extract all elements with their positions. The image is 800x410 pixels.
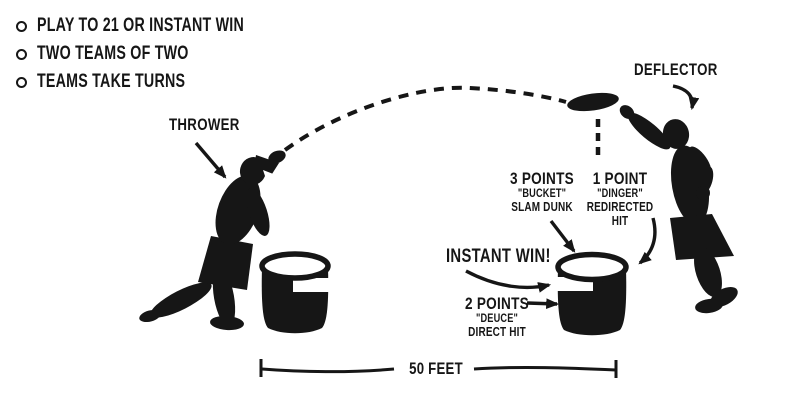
bullet-icon <box>16 48 27 60</box>
thrower-arrow <box>194 141 227 179</box>
score-deuce-points: 2 POINTS <box>465 294 529 313</box>
redirected-hit-arrow <box>638 217 657 265</box>
thrower-face-notch <box>263 170 281 185</box>
deflector-shoe-front <box>695 298 723 314</box>
deflector-figure <box>619 105 738 314</box>
score-deuce-label: 2 POINTS "DEUCE" DIRECT HIT <box>461 294 533 339</box>
distance-rule-right <box>473 365 617 372</box>
frisbee-icon <box>567 92 619 112</box>
thrower-label: THROWER <box>169 115 240 134</box>
deflector-raised-arm <box>627 112 671 150</box>
instant-win-label: INSTANT WIN! <box>446 246 551 267</box>
rule-item: TEAMS TAKE TURNS <box>16 68 313 96</box>
bullet-icon <box>16 20 27 32</box>
goal-right <box>554 251 629 336</box>
thrower-front-foot <box>210 315 244 331</box>
score-dinger-points: 1 POINT <box>592 169 648 188</box>
direct-hit-arrow <box>526 298 560 310</box>
bullet-icon <box>16 76 27 88</box>
score-bucket-nickname: "BUCKET" <box>517 188 567 200</box>
score-dinger-label: 1 POINT "DINGER" REDIRECTED HIT <box>584 169 656 228</box>
frisbee-trajectory-dashed-arc <box>283 85 567 152</box>
thrower-arm <box>246 188 270 236</box>
deflector-hand <box>619 105 635 119</box>
distance-rule-left <box>261 367 395 374</box>
rule-item: TWO TEAMS OF TWO <box>16 40 313 68</box>
deflector-skirt <box>670 214 734 260</box>
score-bucket-label: 3 POINTS "BUCKET" SLAM DUNK <box>506 169 578 214</box>
thrower-figure <box>139 150 286 331</box>
rules-list: PLAY TO 21 OR INSTANT WIN TWO TEAMS OF T… <box>16 12 313 96</box>
score-deuce-description: DIRECT HIT <box>468 325 526 339</box>
thrower-back-foot <box>139 309 161 323</box>
goal-left-slot <box>293 278 332 292</box>
rule-text: TWO TEAMS OF TWO <box>37 43 189 64</box>
deflector-label: DEFLECTOR <box>634 60 718 79</box>
thrower-hand <box>268 150 286 164</box>
deflector-head <box>662 119 690 149</box>
deflector-legs <box>694 246 722 298</box>
score-bucket-description: SLAM DUNK <box>511 200 573 214</box>
rule-text: PLAY TO 21 OR INSTANT WIN <box>37 15 245 36</box>
score-deuce-nickname: "DEUCE" <box>475 313 519 325</box>
thrower-hips <box>198 236 253 290</box>
score-bucket-points: 3 POINTS <box>510 169 574 188</box>
thrower-back-leg <box>150 282 212 318</box>
instant-win-arrow <box>465 269 552 293</box>
distance-label: 50 FEET <box>409 360 463 378</box>
goal-right-rim <box>555 251 629 283</box>
rule-item: PLAY TO 21 OR INSTANT WIN <box>16 12 313 40</box>
slam-dunk-arrow <box>549 219 576 253</box>
goal-left-rim <box>259 251 331 281</box>
deflector-arrow <box>672 84 700 111</box>
goal-left <box>259 251 332 334</box>
score-dinger-nickname: "DINGER" <box>597 188 643 200</box>
score-dinger-description: REDIRECTED HIT <box>586 200 654 228</box>
deflector-fist <box>696 186 710 200</box>
thrower-cap <box>254 155 279 174</box>
rule-text: TEAMS TAKE TURNS <box>37 71 186 92</box>
distance-line <box>259 359 618 378</box>
